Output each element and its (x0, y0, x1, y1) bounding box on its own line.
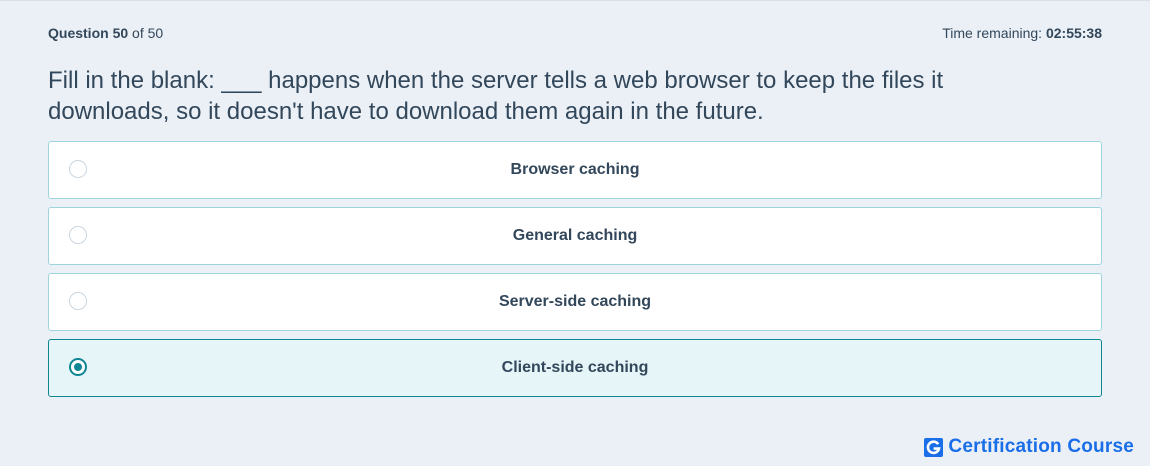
answer-option-server-side-caching[interactable]: Server-side caching (48, 273, 1102, 331)
radio-button-icon[interactable] (69, 358, 87, 376)
radio-button-icon[interactable] (69, 226, 87, 244)
quiz-header: Question 50 of 50 Time remaining: 02:55:… (48, 25, 1102, 43)
question-total: of 50 (132, 25, 164, 41)
g-logo-icon (924, 437, 944, 457)
radio-dot-icon (74, 363, 82, 371)
brand-logo: Certification Course (924, 436, 1134, 458)
brand-name: Certification Course (948, 436, 1134, 457)
question-text: Fill in the blank: ___ happens when the … (48, 67, 944, 125)
radio-button-icon[interactable] (69, 292, 87, 310)
answer-option-label: Client-side caching (501, 359, 649, 376)
answer-option-general-caching[interactable]: General caching (48, 207, 1102, 265)
answer-option-label: General caching (512, 227, 638, 244)
answer-option-label: Server-side caching (498, 293, 652, 310)
time-remaining: Time remaining: 02:55:38 (942, 25, 1102, 41)
answer-option-client-side-caching[interactable]: Client-side caching (48, 339, 1102, 397)
answer-option-label: Browser caching (510, 161, 640, 178)
answer-options: Browser caching General caching Server-s… (48, 141, 1102, 405)
radio-button-icon[interactable] (69, 160, 87, 178)
question-counter-label: Question (48, 25, 109, 41)
timer-label: Time remaining: (942, 25, 1043, 41)
answer-option-browser-caching[interactable]: Browser caching (48, 141, 1102, 199)
timer-value: 02:55:38 (1045, 25, 1102, 41)
question-counter: Question 50 of 50 (48, 25, 163, 41)
question-number: 50 (112, 25, 129, 41)
